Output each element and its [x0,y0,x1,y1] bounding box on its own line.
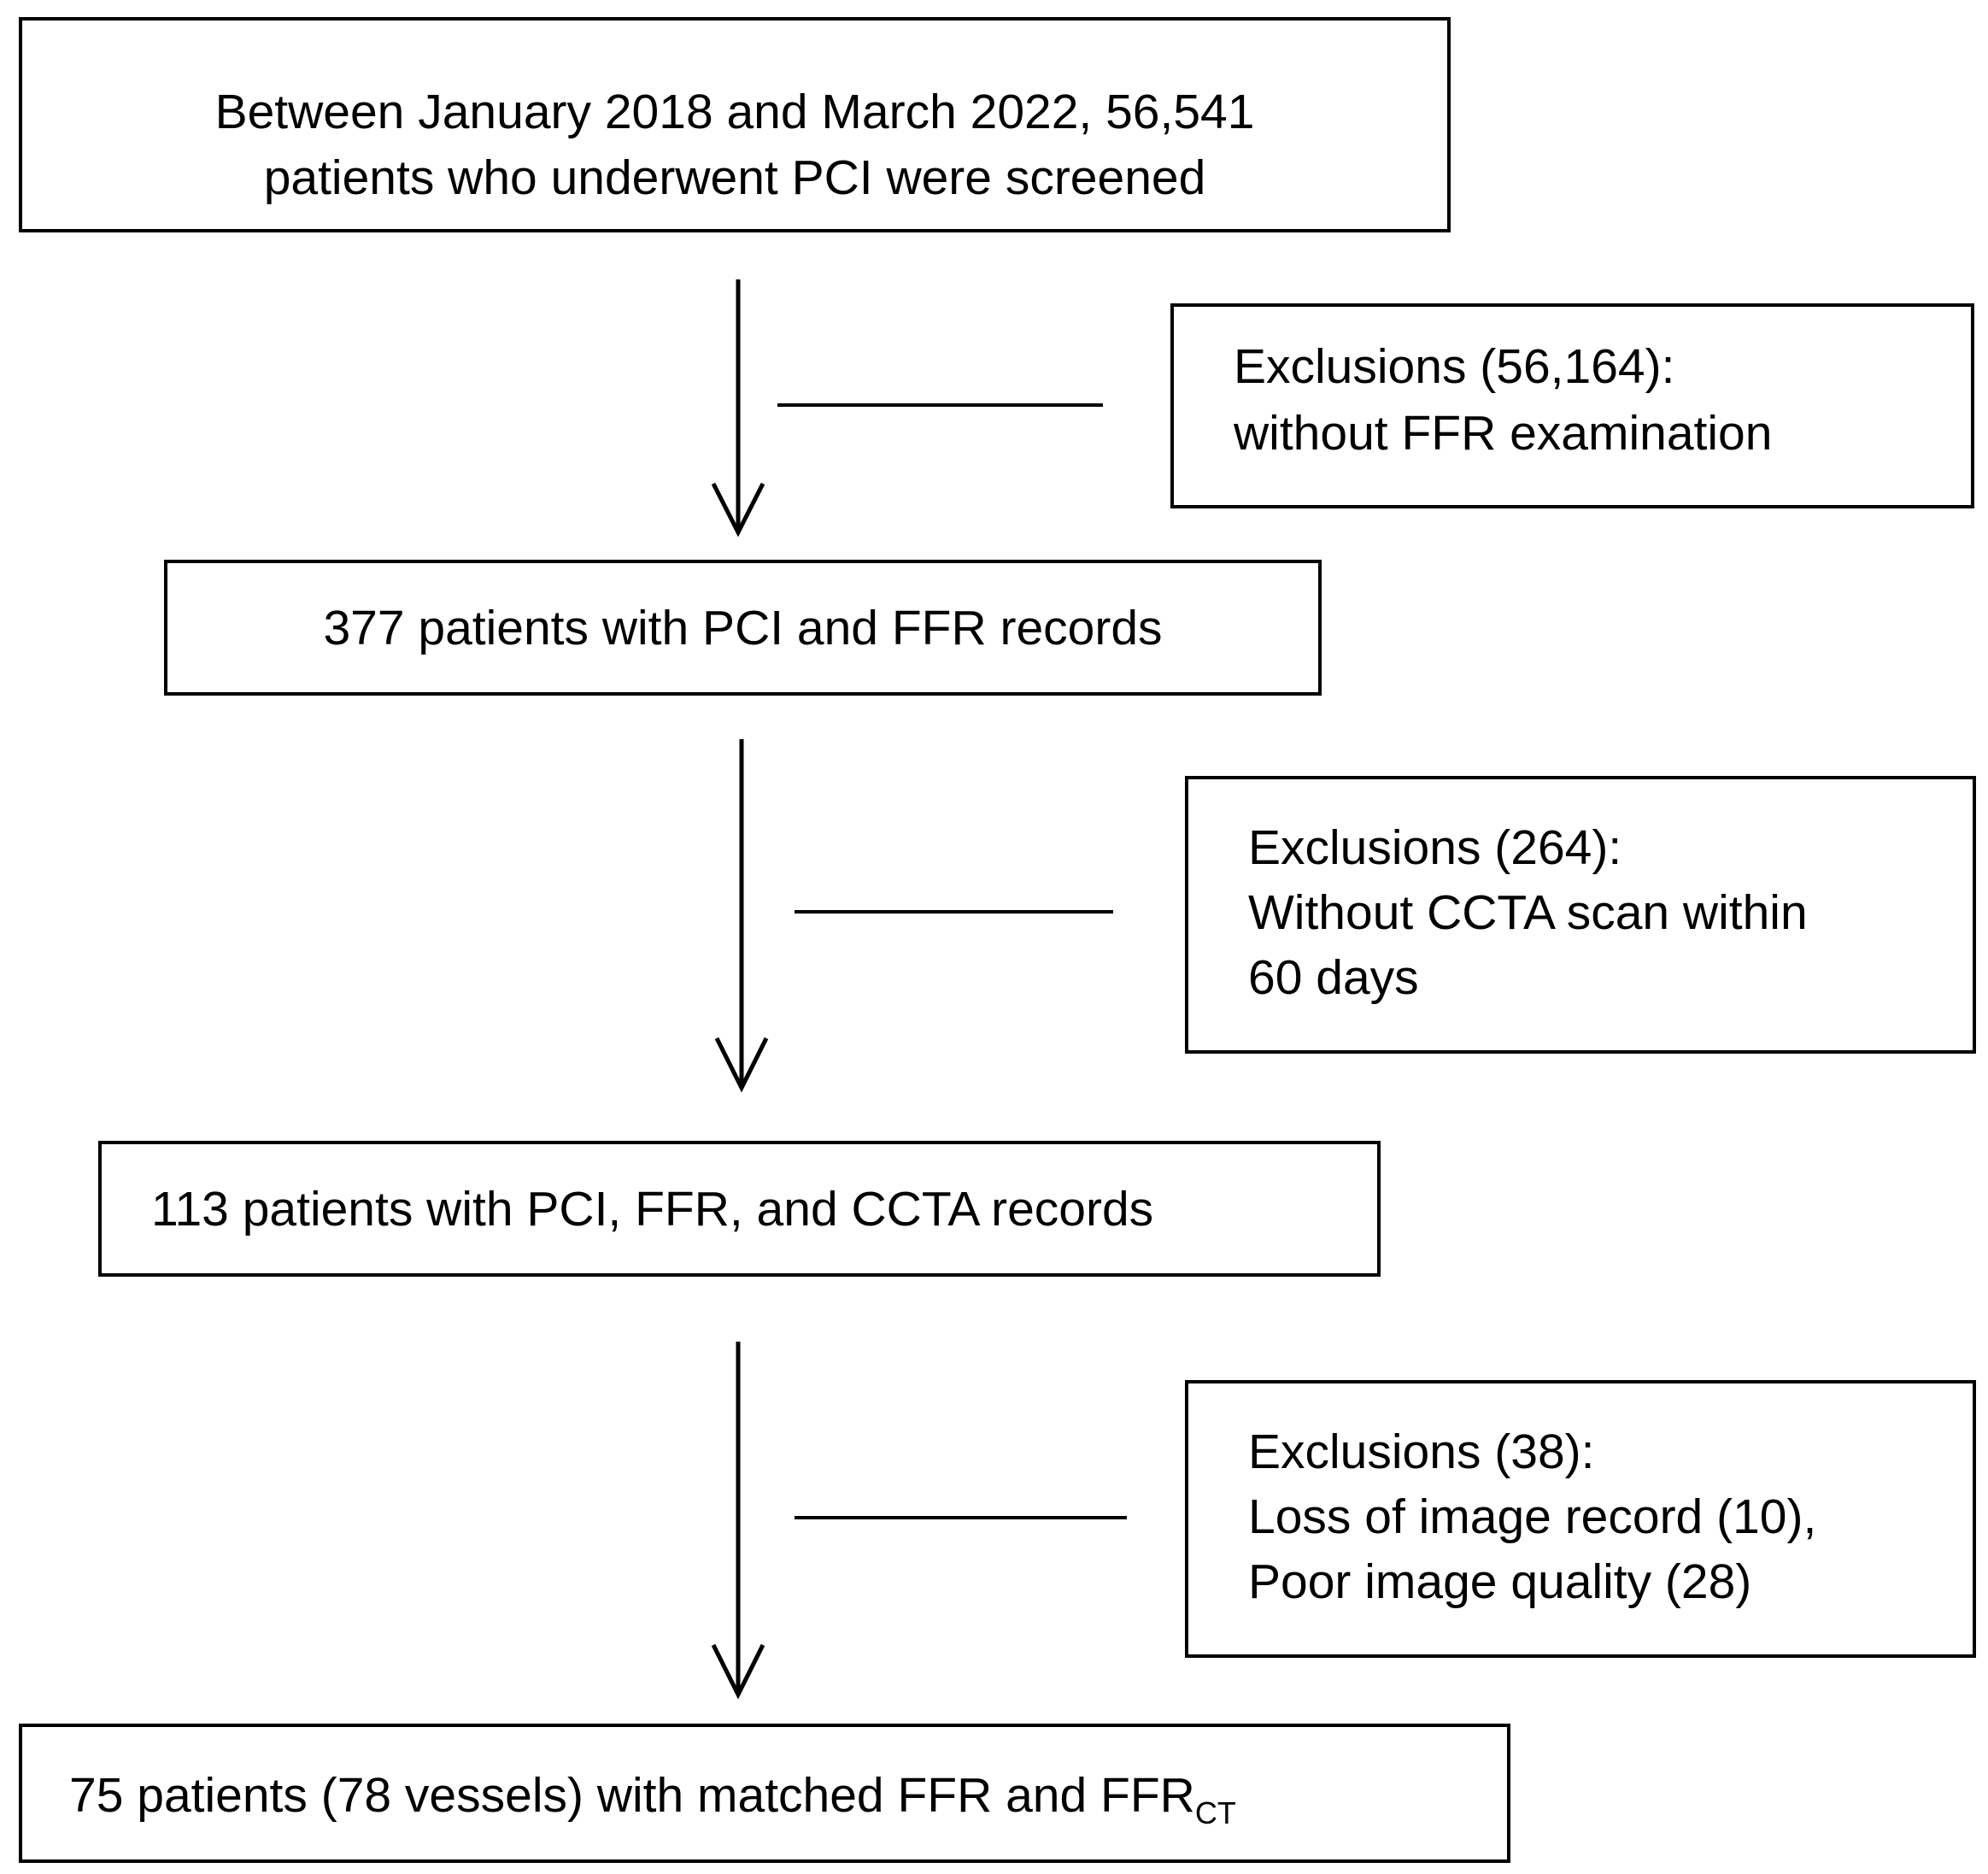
exclusion-3-line3: Poor image quality (28) [1248,1554,1752,1609]
exclusion-connector-1 [777,403,1103,407]
arrow-2 [714,739,769,1093]
exclusion-box-3: Exclusions (38): Loss of image record (1… [1185,1380,1976,1658]
arrow-1 [711,279,765,538]
exclusion-2-line1: Exclusions (264): [1248,820,1622,875]
step2-text: 377 patients with PCI and FFR records [323,601,1163,655]
final-text: 75 patients (78 vessels) with matched FF… [69,1763,1236,1829]
screened-box: Between January 2018 and March 2022, 56,… [19,17,1451,232]
exclusion-box-2: Exclusions (264): Without CCTA scan with… [1185,776,1976,1054]
exclusion-3-line1: Exclusions (38): [1248,1425,1595,1479]
exclusion-1-line1: Exclusions (56,164): [1234,339,1675,394]
exclusion-connector-2 [795,910,1113,914]
exclusion-2-line2: Without CCTA scan within [1248,885,1808,940]
exclusion-2-line3: 60 days [1248,950,1419,1005]
arrow-3 [711,1342,765,1700]
final-text-subscript: CT [1194,1795,1236,1830]
step2-box: 377 patients with PCI and FFR records [164,560,1322,696]
step3-box: 113 patients with PCI, FFR, and CCTA rec… [98,1141,1381,1277]
exclusion-connector-3 [795,1516,1127,1519]
final-text-main: 75 patients (78 vessels) with matched FF… [69,1768,1195,1823]
exclusion-box-1: Exclusions (56,164): without FFR examina… [1170,303,1974,508]
exclusion-3-line2: Loss of image record (10), [1248,1489,1817,1544]
screened-line2: patients who underwent PCI were screened [263,150,1206,205]
step3-text: 113 patients with PCI, FFR, and CCTA rec… [151,1182,1154,1237]
final-box: 75 patients (78 vessels) with matched FF… [19,1724,1510,1863]
exclusion-1-line2: without FFR examination [1234,406,1773,461]
screened-line1: Between January 2018 and March 2022, 56,… [214,85,1255,139]
